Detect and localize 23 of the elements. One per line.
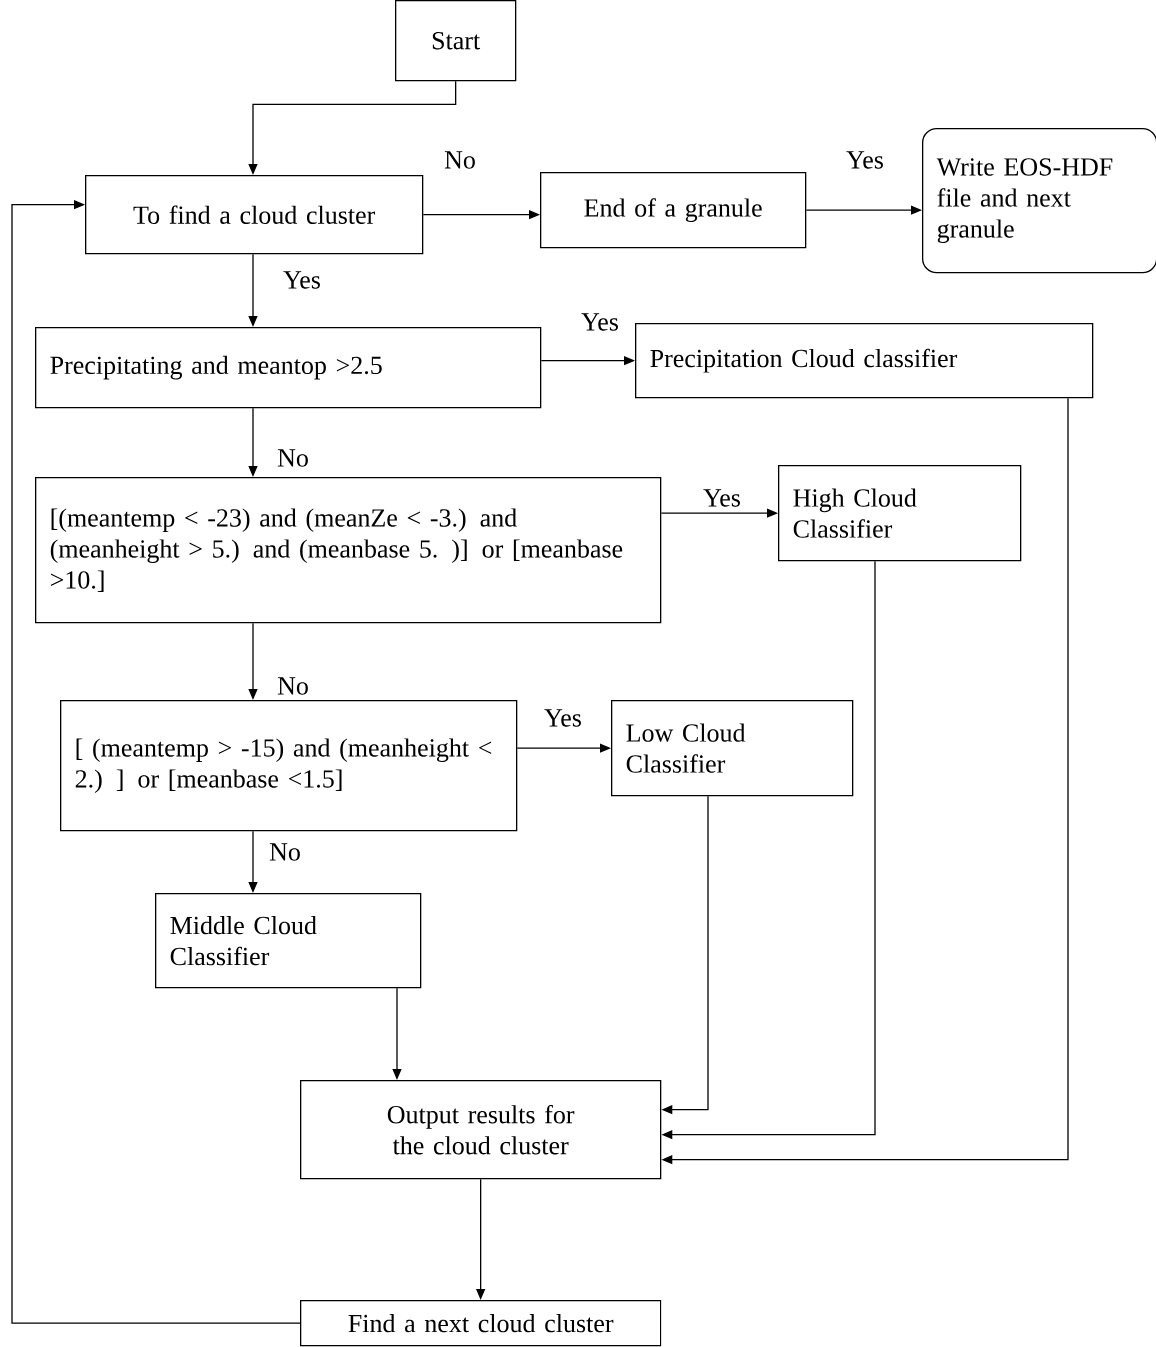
process-box: High Cloud Classifier	[778, 465, 1022, 562]
process-box: Low Cloud Classifier	[611, 700, 854, 797]
process-box: Middle Cloud Classifier	[155, 893, 422, 989]
edge-label: Yes	[581, 313, 618, 331]
edge-label: No	[444, 151, 475, 169]
terminal-box: Start	[395, 0, 517, 82]
edge-label: Yes	[283, 271, 320, 289]
arrow	[11, 199, 301, 1324]
edge-label: No	[277, 677, 308, 695]
edge-label: Yes	[703, 489, 740, 507]
edge-label: Yes	[846, 151, 883, 169]
edge-label: No	[277, 449, 308, 467]
edge-label: Yes	[544, 709, 581, 727]
process-box: Precipitation Cloud classifier	[635, 323, 1094, 399]
process-box: [(meantemp < -23) and (meanZe < -3.) and (meanheight > 5.) and (meanbase 5. )] or [meanbase >10.]	[35, 477, 662, 624]
terminal-box: Write EOS-HDF file and next granule	[922, 128, 1156, 274]
process-box: End of a granule	[540, 172, 807, 249]
process-box: Find a next cloud cluster	[300, 1300, 662, 1347]
process-box: Output results for the cloud cluster	[300, 1080, 662, 1180]
process-box: [ (meantemp > -15) and (meanheight < 2.) ] or [meanbase <1.5]	[60, 700, 518, 832]
process-box: Precipitating and meantop >2.5	[35, 327, 542, 409]
edge-label: No	[269, 843, 300, 861]
process-box: To find a cloud cluster	[85, 175, 424, 255]
